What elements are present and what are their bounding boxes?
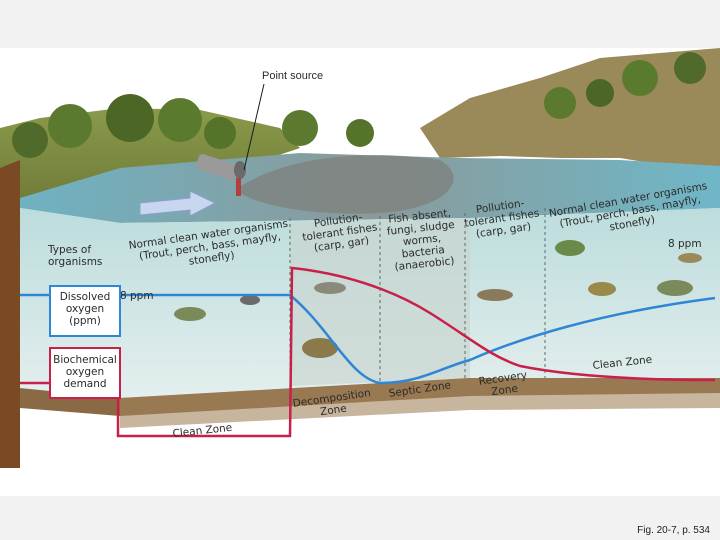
trees-left bbox=[12, 94, 374, 158]
oxygen-curve bbox=[20, 293, 716, 385]
figure-caption: Fig. 20-7, p. 534 bbox=[637, 525, 710, 536]
river-diagram bbox=[0, 48, 720, 468]
dissolved-oxygen-label: Dissolved oxygen (ppm) bbox=[50, 291, 120, 327]
sediment-front bbox=[120, 378, 720, 428]
do-line-2: oxygen bbox=[65, 303, 105, 315]
bod-line-2: oxygen bbox=[65, 366, 105, 378]
ppm-right-label: 8 ppm bbox=[668, 238, 702, 250]
types-line-1: Types of bbox=[48, 244, 92, 256]
do-line-1: Dissolved bbox=[59, 291, 111, 303]
bod-curve bbox=[20, 266, 716, 438]
left-dirt-side bbox=[0, 160, 20, 468]
diagram-slide: Point source Types of organisms Dissolve… bbox=[0, 48, 720, 496]
do-line-3: (ppm) bbox=[69, 315, 101, 327]
types-of-organisms-label: Types of organisms bbox=[48, 244, 102, 268]
point-source-label: Point source bbox=[262, 70, 324, 82]
fish-absent-label: Fish absent, fungi, sludge worms, bacter… bbox=[385, 207, 459, 274]
pollution-plume bbox=[235, 155, 454, 214]
bod-line-1: Biochemical bbox=[53, 354, 117, 366]
flow-arrow bbox=[139, 190, 217, 217]
ppm-left-label: 8 ppm bbox=[120, 290, 154, 302]
trees-right bbox=[544, 52, 706, 119]
bod-label: Biochemical oxygen demand bbox=[50, 354, 120, 390]
types-line-2: organisms bbox=[48, 256, 103, 268]
bod-line-3: demand bbox=[63, 378, 107, 390]
fish-group bbox=[174, 240, 702, 358]
dissolved-oxygen-box bbox=[49, 285, 121, 337]
bod-box bbox=[49, 347, 121, 399]
point-source-pipe bbox=[196, 154, 246, 196]
point-source-pointer bbox=[243, 83, 265, 171]
